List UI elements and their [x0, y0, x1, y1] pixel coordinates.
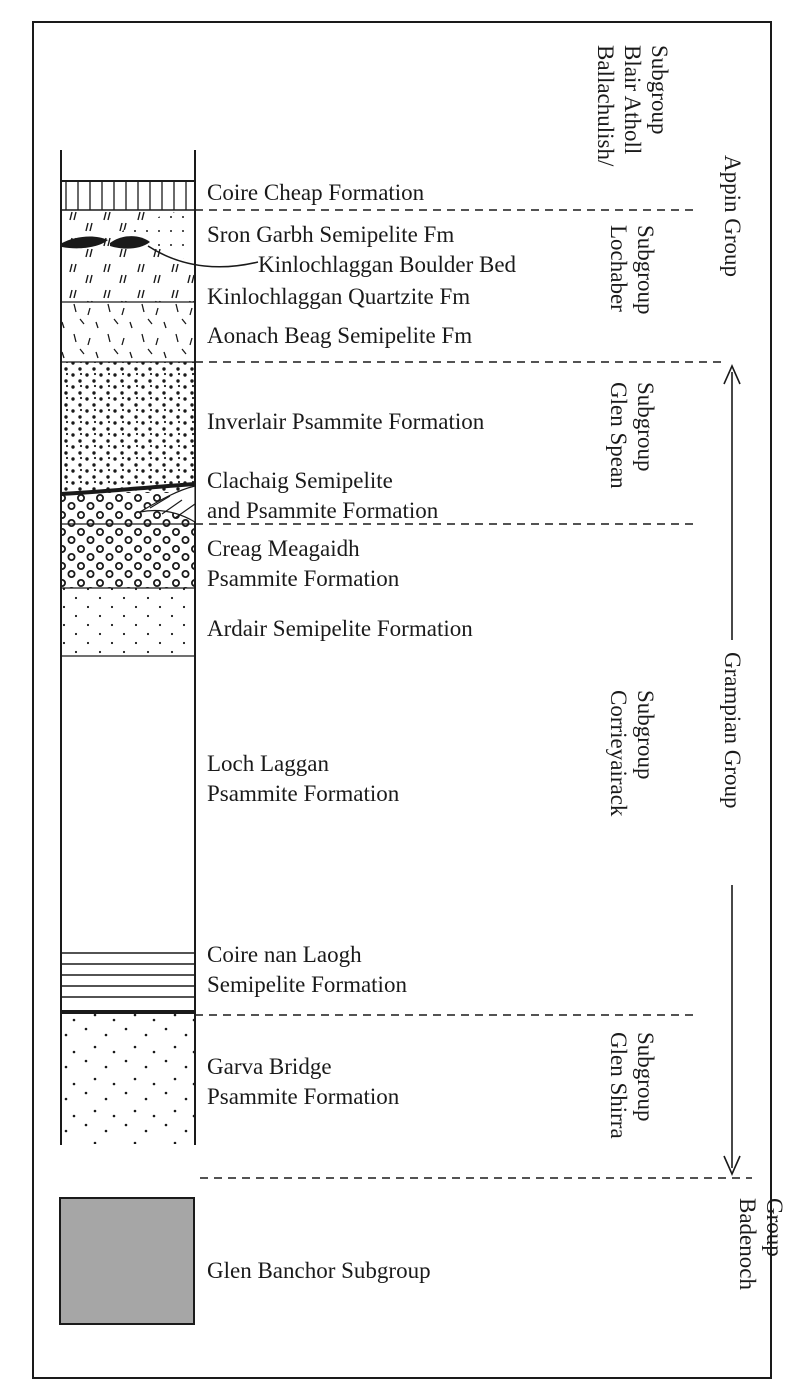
boulder-bed-lens-1 — [62, 236, 108, 249]
garva-bridge-pattern — [61, 1012, 195, 1144]
formation-label-kinlochlaggan-quartzite: Kinlochlaggan Quartzite Fm — [207, 284, 470, 309]
subgroup-label-corrieyairack: Corrieyairack Subgroup — [606, 690, 658, 822]
formation-label-boulder-bed: Kinlochlaggan Boulder Bed — [258, 252, 517, 277]
creag-meagaidh-pattern — [61, 524, 195, 588]
formation-label-garva-bridge: Garva Bridge Psammite Formation — [207, 1054, 400, 1109]
group-label-appin: Appin Group — [720, 155, 745, 277]
group-label-grampian: Grampian Group — [720, 652, 745, 809]
formation-label-clachaig: Clachaig Semipelite and Psammite Formati… — [207, 468, 439, 523]
glen-banchor-box — [59, 1197, 195, 1325]
grampian-range-arrow — [723, 364, 741, 1176]
boundary-dashes — [195, 209, 752, 1179]
boulder-bed-leader — [147, 245, 259, 268]
formation-label-coire-nan-laogh: Coire nan Laogh Semipelite Formation — [207, 942, 407, 997]
ardair-pattern — [61, 588, 195, 656]
formation-label-ardair: Ardair Semipelite Formation — [207, 616, 473, 641]
formation-label-creag-meagaidh: Creag Meagaidh Psammite Formation — [207, 536, 400, 591]
group-labels: Appin Group Grampian Group Badenoch Grou… — [720, 155, 787, 1296]
subgroup-labels: Ballachulish/ Blair Atholl Subgroup Loch… — [593, 45, 672, 1144]
inverlair-pattern — [61, 362, 195, 492]
formation-labels: Coire Cheap Formation Sron Garbh Semipel… — [207, 180, 517, 1283]
aonach-beag-pattern — [61, 302, 195, 362]
group-label-badenoch: Badenoch Group — [735, 1198, 787, 1296]
formation-label-aonach-beag: Aonach Beag Semipelite Fm — [207, 323, 472, 348]
subgroup-label-ballachulish: Ballachulish/ Blair Atholl Subgroup — [593, 45, 672, 172]
coire-cheap-pattern — [61, 181, 195, 210]
formation-label-inverlair: Inverlair Psammite Formation — [207, 409, 485, 434]
figure-frame — [32, 21, 772, 1379]
sron-garbh-pattern — [120, 208, 195, 262]
formation-label-coire-cheap: Coire Cheap Formation — [207, 180, 425, 205]
boulder-bed-lens-2 — [110, 236, 150, 249]
subgroup-label-lochaber: Lochaber Subgroup — [606, 225, 658, 318]
subgroup-label-glen-spean: Glen Spean Subgroup — [606, 382, 658, 494]
formation-label-loch-laggan: Loch Laggan Psammite Formation — [207, 751, 400, 806]
column-lines — [60, 150, 196, 1145]
formation-label-sron-garbh: Sron Garbh Semipelite Fm — [207, 222, 454, 247]
subgroup-label-glen-shirra: Glen Shirra Subgroup — [606, 1032, 658, 1144]
column-patterns — [59, 181, 195, 1325]
formation-label-glen-banchor: Glen Banchor Subgroup — [207, 1258, 431, 1283]
